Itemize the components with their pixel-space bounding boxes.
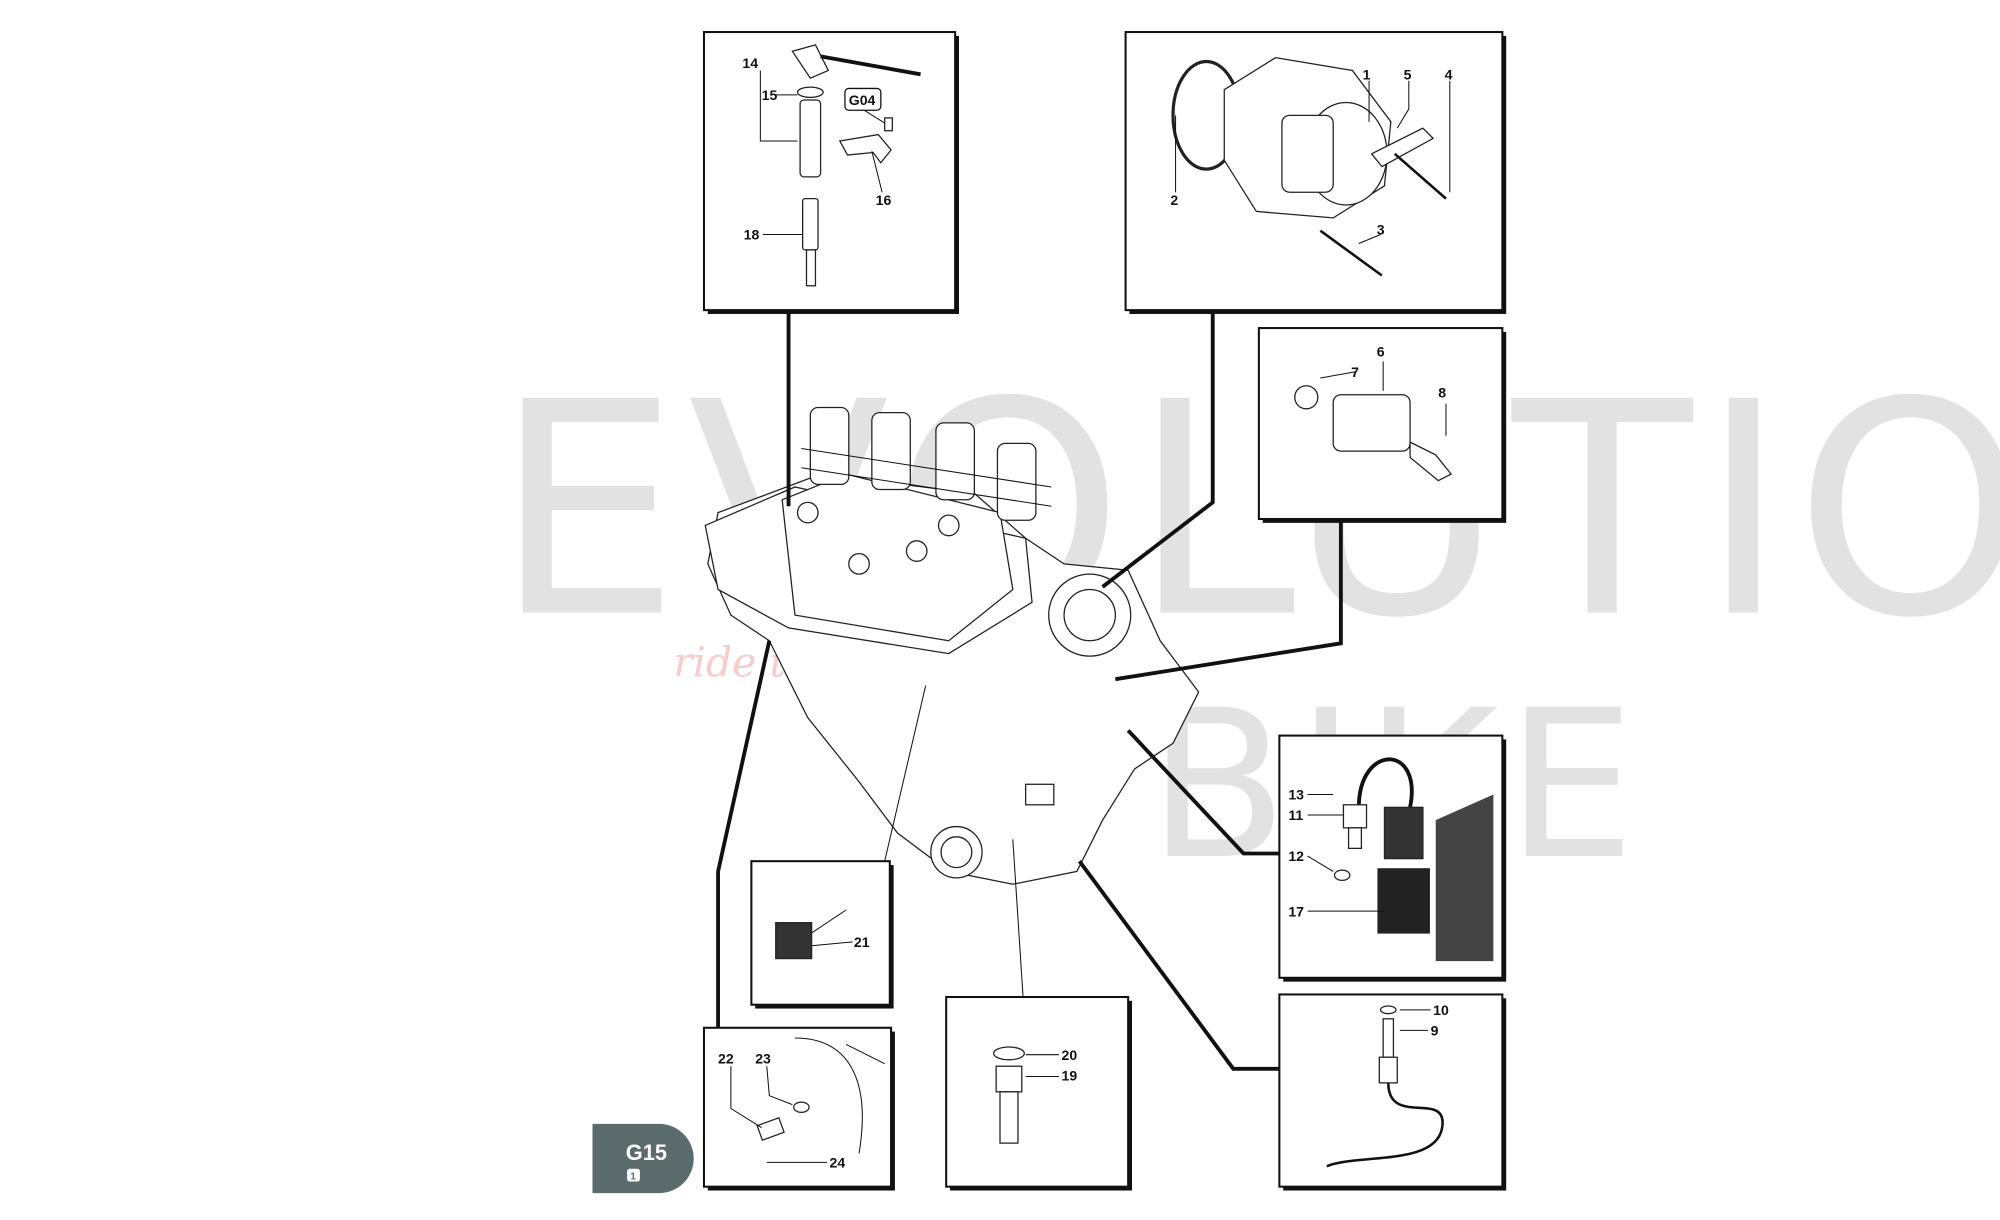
reference-tag-g04: G04 xyxy=(849,92,876,108)
callout-11: 11 xyxy=(1288,807,1303,823)
callout-15: 15 xyxy=(762,87,778,103)
throttle-bodies xyxy=(801,406,1052,521)
callout-9: 9 xyxy=(1431,1022,1439,1038)
callout-14: 14 xyxy=(742,55,758,71)
callout-7: 7 xyxy=(1351,364,1359,380)
callout-13: 13 xyxy=(1288,787,1304,803)
callout-24: 24 xyxy=(830,1154,846,1170)
starter-motor-box: 6 7 8 xyxy=(1257,327,1507,523)
callout-21: 21 xyxy=(854,934,870,950)
callout-23: 23 xyxy=(755,1051,771,1067)
callout-5: 5 xyxy=(1404,66,1412,82)
speed-sensor-box: 13 11 12 17 xyxy=(1278,734,1507,982)
oil-pressure-switch-box: 20 19 xyxy=(945,995,1132,1191)
reference-tag-box xyxy=(844,87,882,111)
callout-6: 6 xyxy=(1377,343,1385,359)
callout-18: 18 xyxy=(744,227,760,243)
callout-20: 20 xyxy=(1062,1047,1078,1063)
callout-8: 8 xyxy=(1438,384,1446,400)
leader-lines xyxy=(716,310,1343,1071)
lambda-sensor-box: 10 9 xyxy=(1278,993,1507,1191)
ignition-coil-box: 14 15 18 16 G04 xyxy=(702,31,959,314)
page-badge: G15 1 xyxy=(592,1123,694,1194)
page-sub: 1 xyxy=(630,1172,636,1183)
callout-1: 1 xyxy=(1363,66,1371,82)
camshaft-sensor-box: 22 23 24 xyxy=(702,1026,895,1191)
page-code: G15 xyxy=(626,1140,667,1165)
callout-12: 12 xyxy=(1288,848,1304,864)
watermark: EVOLUTION BIKE ride the power xyxy=(494,339,2000,905)
callout-3: 3 xyxy=(1377,222,1385,238)
callout-16: 16 xyxy=(876,192,892,208)
callout-10: 10 xyxy=(1433,1002,1449,1018)
callout-19: 19 xyxy=(1062,1067,1078,1083)
alternator-box: 1 5 4 2 3 xyxy=(1124,31,1507,314)
callout-4: 4 xyxy=(1445,66,1453,82)
engine-illustration xyxy=(704,406,1200,885)
callout-17: 17 xyxy=(1288,903,1304,919)
watermark-brand-top: EVOLUTION xyxy=(494,339,2000,683)
callout-2: 2 xyxy=(1170,192,1178,208)
temperature-sensor-box: 21 xyxy=(750,860,894,1009)
callout-22: 22 xyxy=(718,1051,734,1067)
